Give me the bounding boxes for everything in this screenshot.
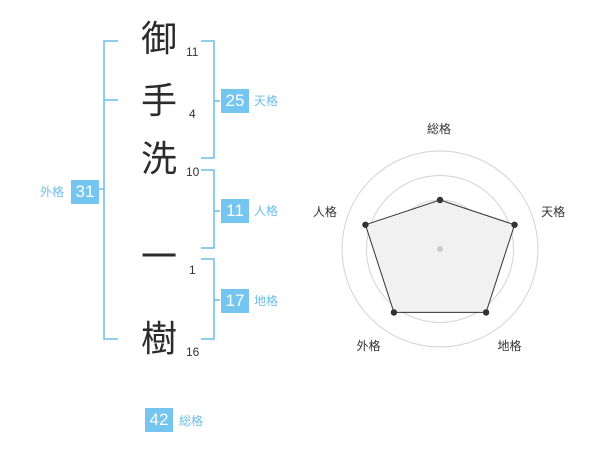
gaikaku-badge: 31 <box>71 180 99 204</box>
stroke-count-2: 4 <box>189 107 196 121</box>
radar-point-1 <box>436 196 444 204</box>
tenkaku-bracket <box>201 40 220 159</box>
gaikaku-label: 外格 <box>40 185 65 199</box>
name-char-4: 一 <box>141 237 178 278</box>
stroke-count-4: 1 <box>189 263 196 277</box>
soukaku-label: 総格 <box>179 414 204 428</box>
radar-point-2 <box>511 221 518 228</box>
name-char-1: 御 <box>141 19 178 60</box>
radar-axis-label-2: 天格 <box>541 204 566 219</box>
chikaku-bracket <box>201 258 220 340</box>
jinkaku-badge: 11 <box>221 199 249 223</box>
name-char-2: 手 <box>141 81 178 122</box>
stroke-count-1: 11 <box>186 45 199 59</box>
radar-ring-3 <box>366 175 514 323</box>
name-char-3: 洗 <box>141 139 178 180</box>
gaikaku-bracket <box>98 40 118 340</box>
soukaku-badge: 42 <box>145 408 173 432</box>
radar-axis-label-4: 外格 <box>356 339 381 354</box>
tenkaku-label: 天格 <box>254 94 279 108</box>
radar-chart <box>341 150 539 348</box>
jinkaku-label: 人格 <box>254 204 279 218</box>
radar-points <box>362 196 518 316</box>
radar-point-5 <box>362 221 369 228</box>
tenkaku-badge: 25 <box>221 89 249 113</box>
radar-axis-label-1: 総格 <box>427 122 452 136</box>
name-char-5: 樹 <box>141 319 178 360</box>
chikaku-badge: 17 <box>221 289 249 313</box>
jinkaku-bracket <box>201 169 220 249</box>
stroke-count-3: 10 <box>186 165 200 179</box>
radar-center-dot <box>437 246 443 252</box>
stroke-count-5: 16 <box>186 345 200 359</box>
radar-axis-label-3: 地格 <box>497 339 522 354</box>
radar-ring-4 <box>341 150 539 348</box>
radar-polygon <box>364 199 516 313</box>
chikaku-label: 地格 <box>254 294 279 308</box>
radar-point-3 <box>482 309 490 316</box>
radar-point-4 <box>390 309 398 316</box>
radar-axis-label-5: 人格 <box>312 204 337 219</box>
